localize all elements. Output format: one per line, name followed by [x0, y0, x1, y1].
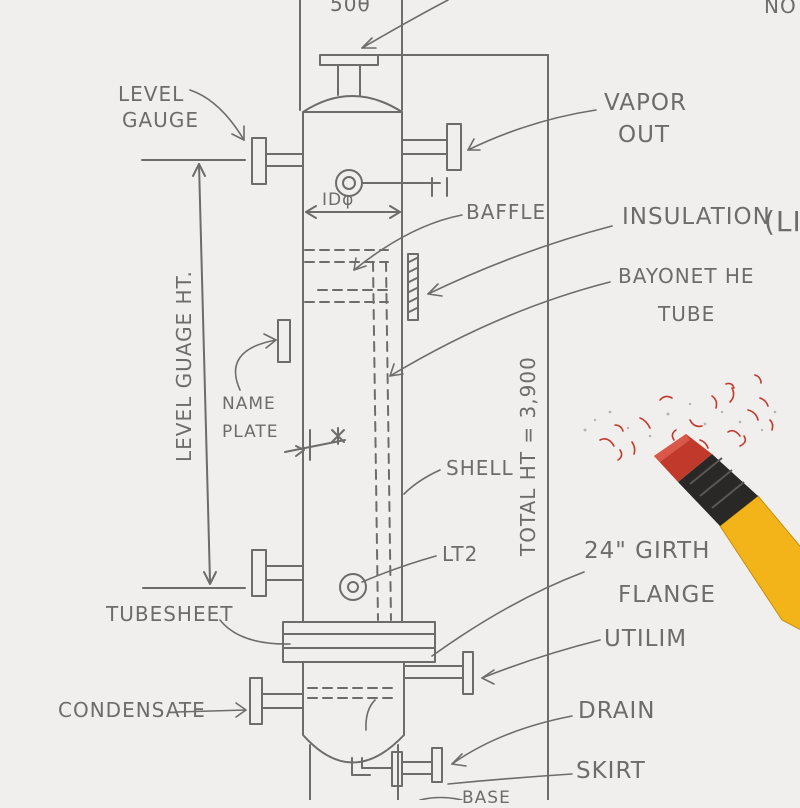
- vapor-out-nozzle: [401, 123, 462, 171]
- top-fragment-label: 50θ: [330, 0, 371, 16]
- utility-nozzle: [403, 651, 474, 695]
- corner-fragment-label: NO: [764, 0, 797, 18]
- level-gauge-nozzle-top: [141, 137, 304, 185]
- baffle-label: BAFFLE: [466, 200, 547, 224]
- leader-skirt: [447, 773, 573, 785]
- leader-baffle: [353, 214, 463, 271]
- leader-drain-2: [451, 715, 573, 765]
- arrowhead-bayonet: [389, 363, 404, 377]
- arrowhead-insulation: [427, 283, 443, 297]
- leader-name-plate: [234, 339, 277, 391]
- pencil: [654, 434, 800, 631]
- arrowhead-top: [361, 37, 377, 49]
- weld-symbol: [284, 427, 346, 461]
- eraser-crumbs: [599, 374, 774, 461]
- channel-head: [302, 661, 405, 764]
- arrowhead-utility: [481, 669, 495, 685]
- name-plate-label-line1: NAME: [222, 394, 276, 414]
- vapor-out-label-line2: OUT: [618, 122, 670, 148]
- leader-bayonet: [389, 281, 611, 377]
- insulation-label: INSULATION: [622, 204, 771, 230]
- leader-tubesheet: [219, 619, 291, 645]
- drain-label: DRAIN: [578, 698, 656, 724]
- level-gauge-height-label: LEVEL GUAGE HT.: [172, 270, 196, 462]
- arrowhead-condensate: [235, 702, 247, 718]
- level-gauge-height-dimension: [142, 163, 246, 589]
- level-gauge-label-line2: GAUGE: [122, 108, 199, 132]
- eraser-dust: [583, 402, 777, 438]
- leader-lines: [175, 0, 613, 800]
- skirt: [309, 744, 443, 800]
- bayonet-label-line2: TUBE: [658, 302, 716, 326]
- insulation-hatch: [407, 253, 419, 321]
- pencil-ferrule: [678, 454, 758, 526]
- level-gauge-label-line1: LEVEL: [118, 82, 185, 106]
- leader-utility: [481, 639, 601, 679]
- girth-flange-label-line2: FLANGE: [618, 582, 716, 608]
- top-round-nozzle: [335, 169, 448, 197]
- baffles: [304, 249, 389, 303]
- vessel-shell: [302, 111, 403, 623]
- leader-lt2: [361, 555, 437, 583]
- pencil-body: [719, 495, 800, 631]
- top-nozzle: [319, 54, 549, 96]
- base-fragment-label: BASE: [462, 788, 511, 808]
- leader-girth-flange: [431, 571, 585, 657]
- diameter-dimension: [305, 205, 401, 219]
- leader-top: [361, 0, 449, 49]
- tubesheet-label: TUBESHEET: [106, 602, 234, 626]
- utility-label: UTILIM: [604, 626, 688, 652]
- skirt-label: SKIRT: [576, 758, 646, 784]
- lt2-label: LT2: [442, 542, 479, 566]
- level-gauge-nozzle-bottom: [251, 549, 304, 597]
- top-head: [302, 95, 403, 113]
- insulation-paren-label: (LI: [764, 205, 800, 238]
- leader-vapor-out: [467, 109, 597, 151]
- arrowhead-name-plate: [263, 333, 277, 349]
- name-plate-symbol: [277, 319, 291, 363]
- name-plate-label-line2: PLATE: [222, 422, 279, 442]
- leader-insulation: [427, 225, 613, 295]
- leader-condensate: [175, 709, 247, 713]
- arrowhead-baffle: [353, 257, 367, 271]
- shell-label: SHELL: [446, 456, 514, 480]
- leader-base: [419, 796, 463, 800]
- leader-shell: [403, 469, 441, 495]
- condensate-nozzle: [249, 677, 304, 725]
- leader-drain: [365, 699, 376, 731]
- arrowhead-drain: [451, 753, 467, 767]
- bayonet-tube: [372, 261, 392, 621]
- pencil-eraser: [654, 434, 712, 482]
- total-height-label: TOTAL HT = 3,900: [516, 356, 540, 556]
- leader-level-gauge: [189, 89, 245, 141]
- vapor-out-label-line1: VAPOR: [604, 90, 687, 116]
- girth-flange-label-line1: 24" GIRTH: [584, 538, 711, 564]
- arrowhead-level-gauge: [231, 125, 245, 141]
- condensate-label: CONDENSATE: [58, 698, 206, 722]
- diameter-label: IDφ: [322, 190, 355, 210]
- bayonet-label-line1: BAYONET HE: [618, 264, 755, 288]
- arrowhead-vapor-out: [467, 138, 481, 151]
- girth-flange: [282, 621, 436, 663]
- drain-nozzle: [351, 757, 393, 776]
- lt2-nozzle: [339, 573, 367, 601]
